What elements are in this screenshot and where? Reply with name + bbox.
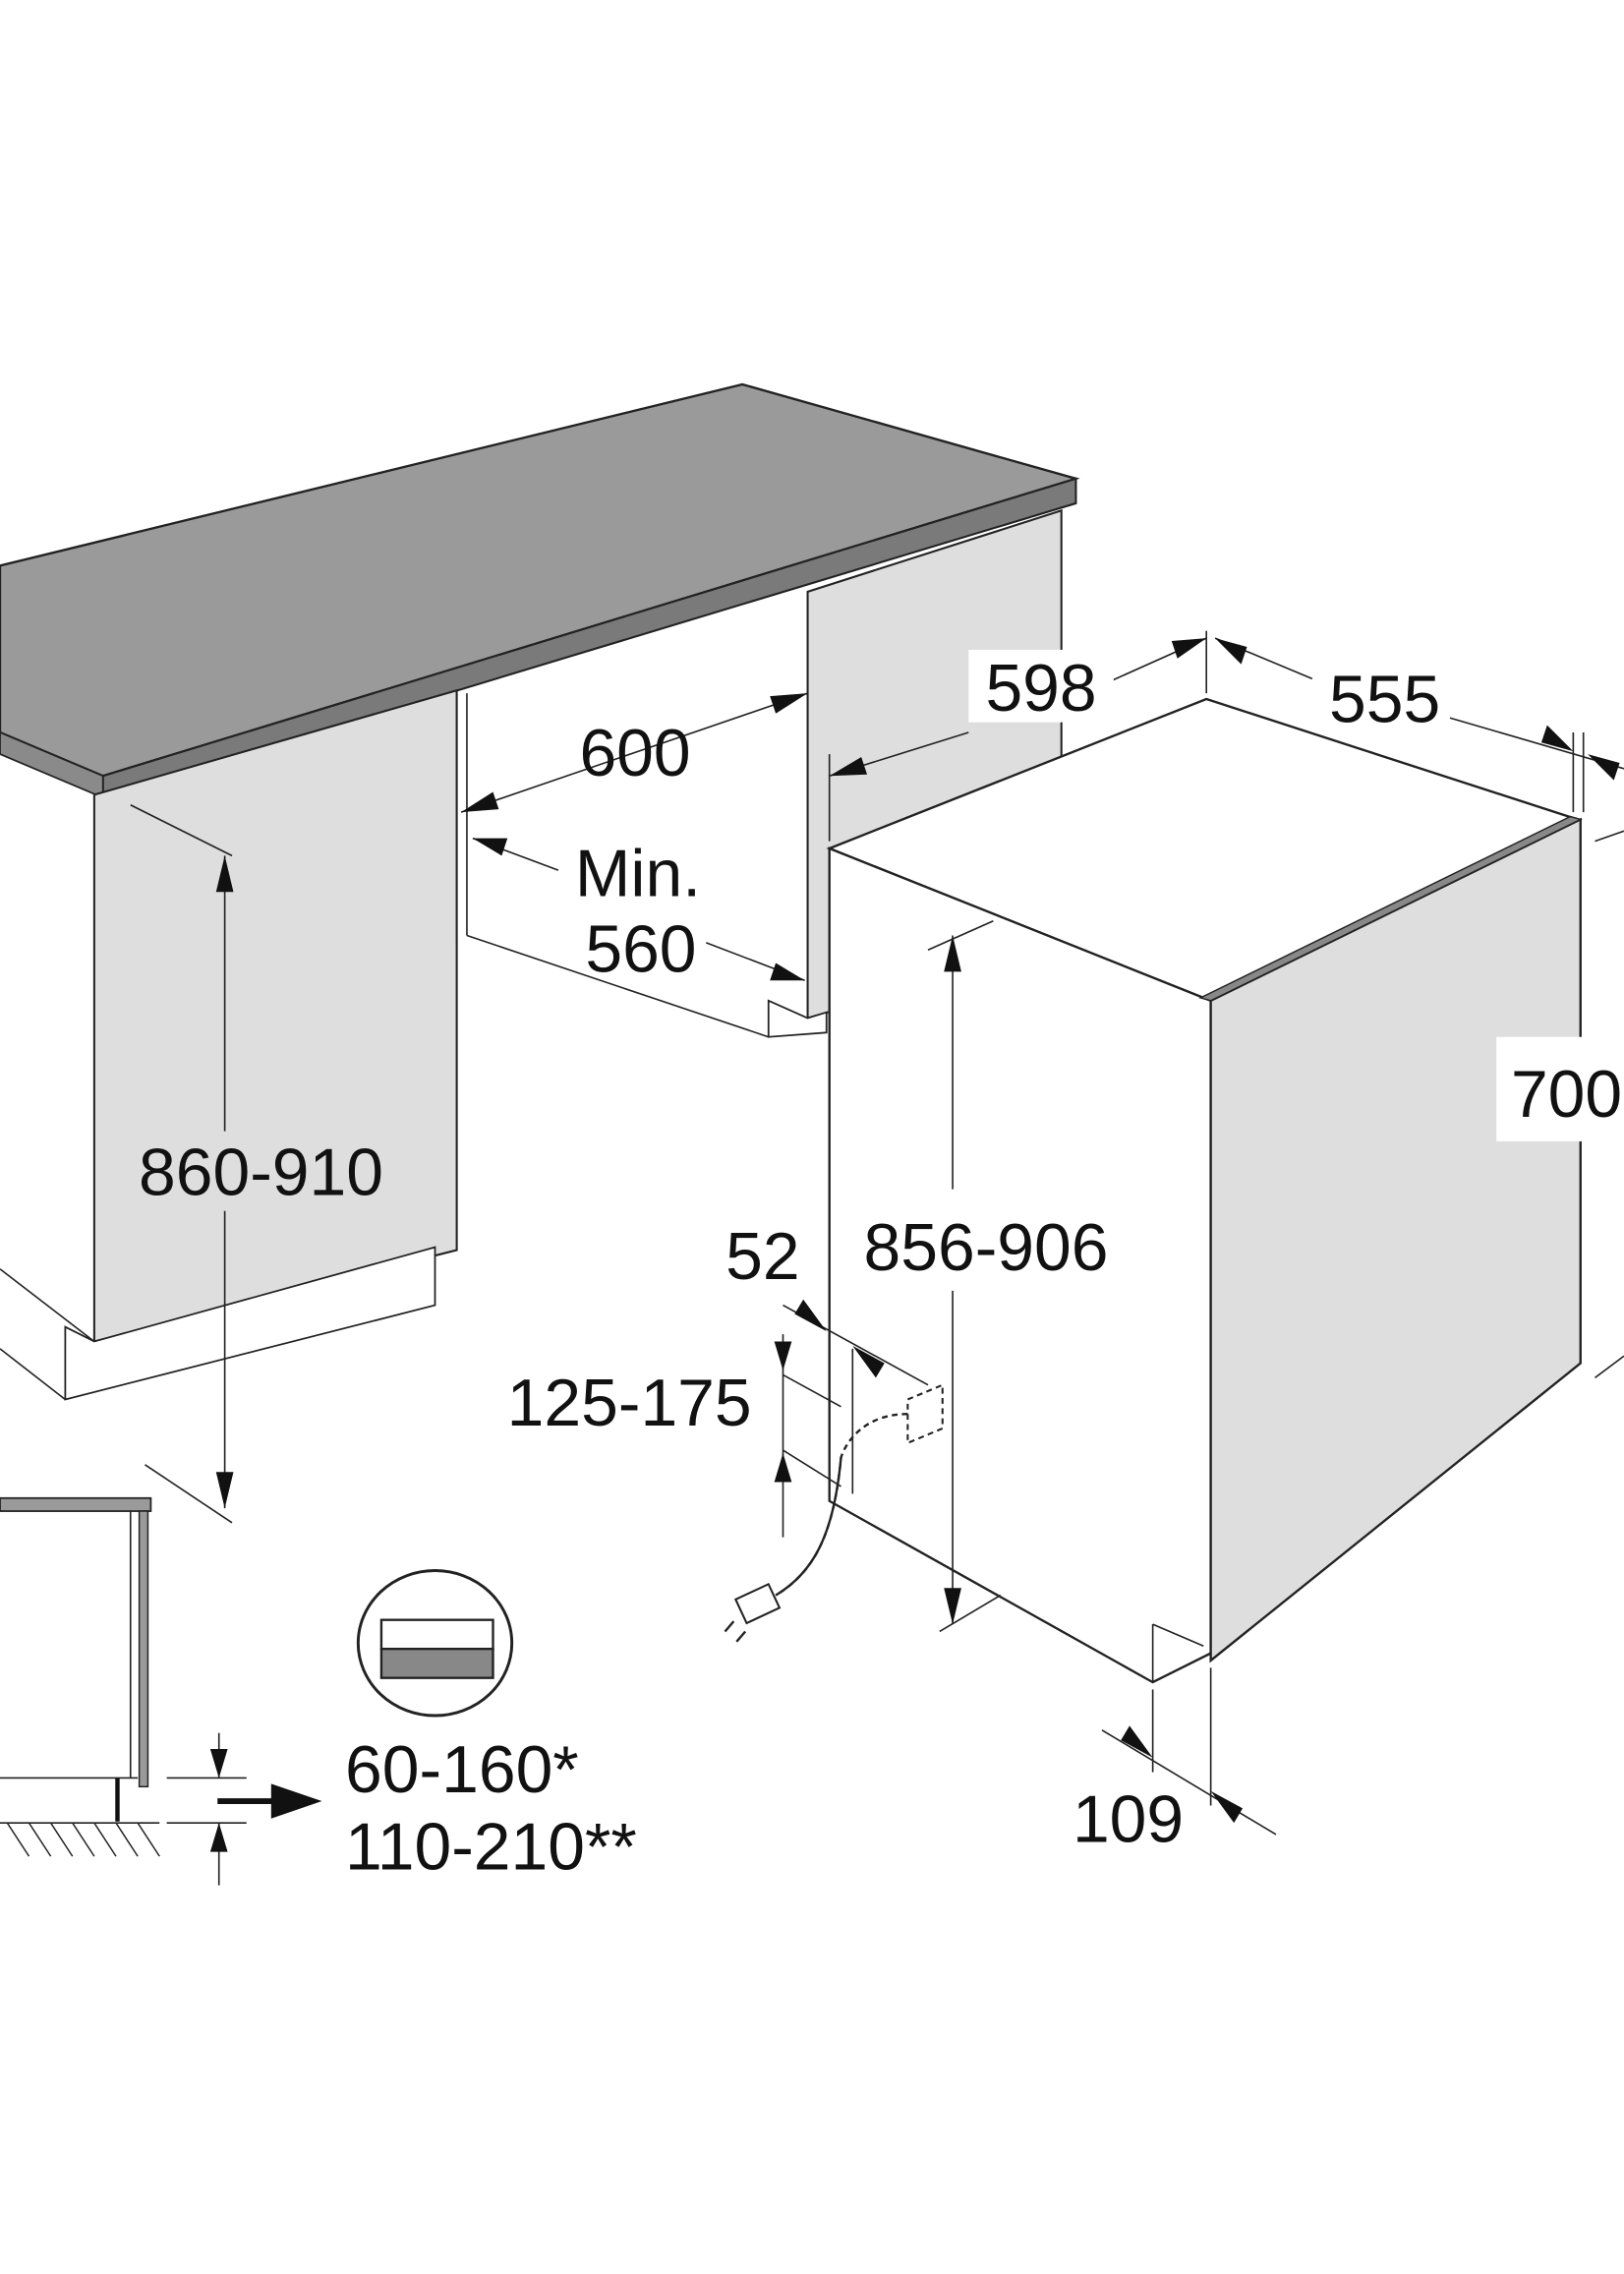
label-600: 600: [579, 717, 690, 790]
label-598: 598: [985, 652, 1096, 726]
label-856-906: 856-906: [864, 1211, 1109, 1285]
label-555: 555: [1329, 664, 1440, 737]
label-125-175: 125-175: [507, 1367, 752, 1440]
plinth-icon: [356, 1569, 514, 1718]
dishwasher: [826, 697, 1583, 1684]
label-52: 52: [725, 1220, 799, 1294]
label-60-160: 60-160*: [345, 1733, 579, 1807]
left-cabinet: [0, 688, 770, 1401]
power-connection: [724, 1383, 944, 1643]
label-min: Min.: [575, 838, 701, 911]
label-560: 560: [585, 912, 696, 986]
label-110-210: 110-210**: [345, 1810, 637, 1884]
labels: 598 555 700 600 Min. 560 860-910 52 856-…: [118, 649, 1624, 1884]
label-700: 700: [1511, 1058, 1622, 1132]
plinth-detail: [0, 1496, 322, 1886]
label-109: 109: [1073, 1782, 1184, 1856]
dimension-lines: [130, 630, 1624, 1836]
label-860-910: 860-910: [139, 1137, 383, 1210]
